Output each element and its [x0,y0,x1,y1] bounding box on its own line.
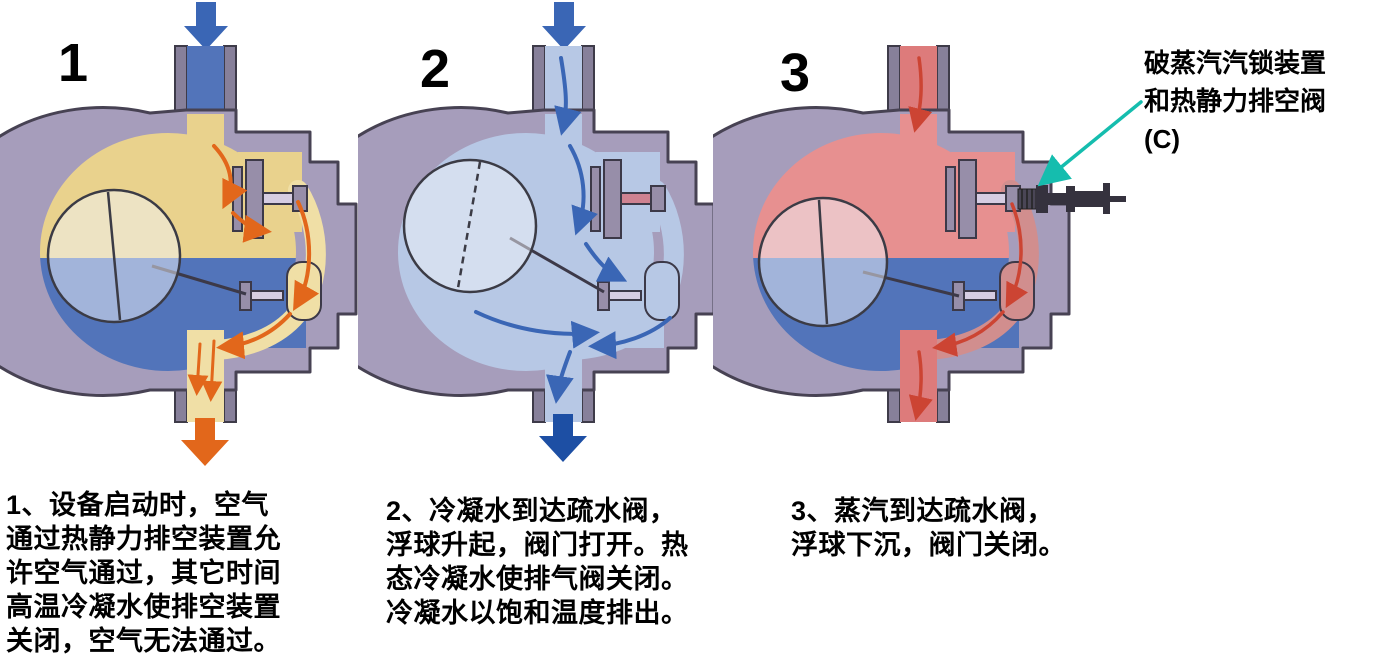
vent-stem-hot [622,194,650,203]
steam-lock-release-device [1017,183,1126,214]
diagram-stage-3 [713,0,1143,480]
caption-stage-2: 2、冷凝水到达疏水阀， 浮球升起，阀门打开。热 态冷凝水使排气阀关闭。 冷凝水以… [386,496,689,628]
diagram-stage-2 [358,2,718,462]
steam-flow-arrows [908,56,1029,421]
float-ball [46,188,182,324]
outlet-arrow-icon [539,414,587,462]
outlet-arrow-icon [181,418,229,466]
air-flow-arrows [187,144,320,402]
stage-number-2: 2 [420,39,451,99]
annotation-pointer-arrow [1037,100,1143,187]
stage-number-1: 1 [58,33,89,93]
caption-stage-3: 3、蒸汽到达疏水阀， 浮球下沉，阀门关闭。 [791,496,1066,560]
diagram-stage-1 [0,2,360,466]
inlet-arrow-icon [542,2,586,50]
condensate-flow-arrows [474,56,672,404]
float-ball [757,196,889,328]
annotation-label: 破蒸汽汽锁装置 和热静力排空阀 (C) [1144,48,1327,154]
caption-stage-1: 1、设备启动时，空气 通过热静力排空装置允 许空气通过，其它时间 高温冷凝水使排… [6,490,281,656]
stage-number-3: 3 [780,43,811,103]
float-ball [402,158,538,294]
inlet-arrow-icon [184,2,228,50]
